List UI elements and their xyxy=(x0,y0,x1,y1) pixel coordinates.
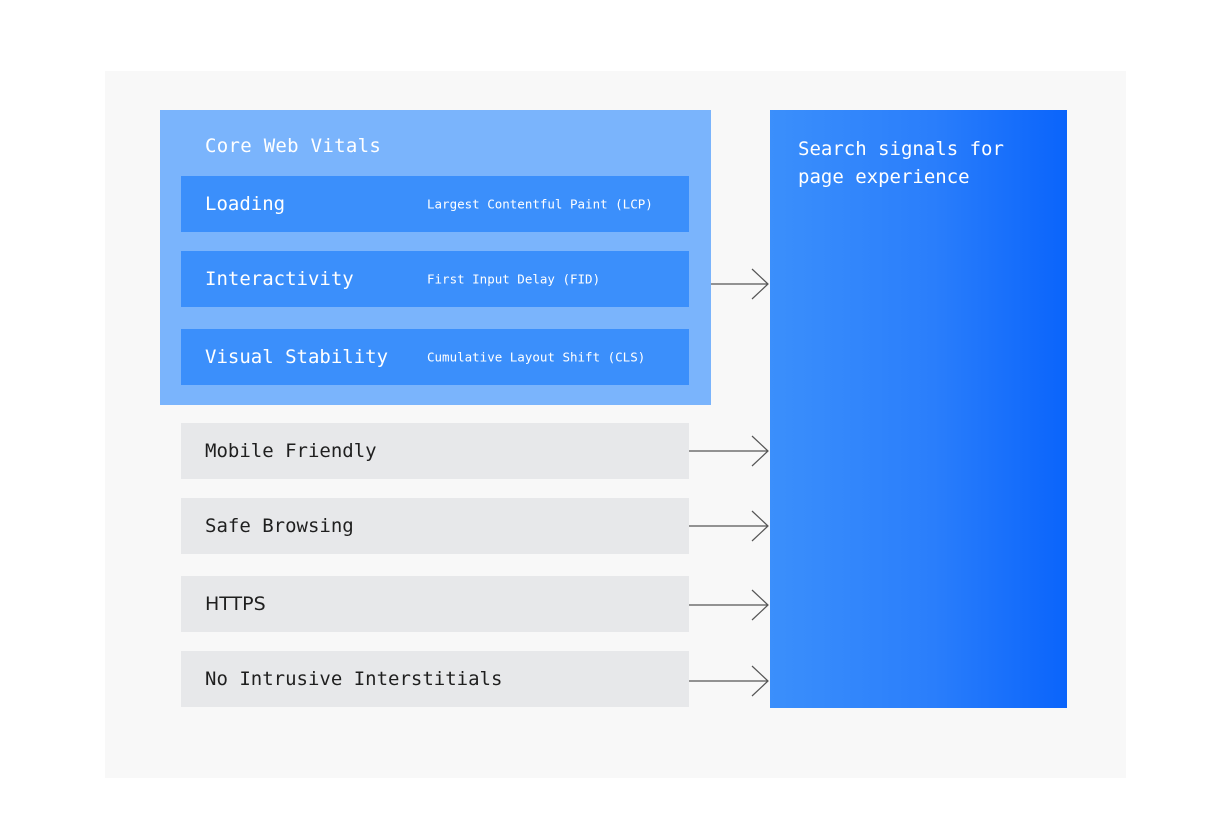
signal-safe-browsing: Safe Browsing xyxy=(181,498,689,554)
metric-name: Interactivity xyxy=(205,268,354,290)
signal-label: Mobile Friendly xyxy=(205,440,377,462)
signal-label: HTTPS xyxy=(205,593,266,615)
page-experience-label: Search signals for page experience xyxy=(798,138,1004,188)
signal-mobile-friendly: Mobile Friendly xyxy=(181,423,689,479)
metric-interactivity: Interactivity First Input Delay (FID) xyxy=(181,251,689,307)
metric-description: Cumulative Layout Shift (CLS) xyxy=(427,349,646,365)
signal-label: Safe Browsing xyxy=(205,515,354,537)
metric-description: Largest Contentful Paint (LCP) xyxy=(427,196,653,212)
signal-no-intrusive-interstitials: No Intrusive Interstitials xyxy=(181,651,689,707)
page-experience-signals-box: Search signals for page experience xyxy=(770,110,1067,708)
signal-label: No Intrusive Interstitials xyxy=(205,668,503,690)
metric-name: Loading xyxy=(205,193,286,215)
core-web-vitals-title: Core Web Vitals xyxy=(205,135,382,157)
metric-loading: Loading Largest Contentful Paint (LCP) xyxy=(181,176,689,232)
metric-visual-stability: Visual Stability Cumulative Layout Shift… xyxy=(181,329,689,385)
metric-description: First Input Delay (FID) xyxy=(427,271,601,287)
metric-name: Visual Stability xyxy=(205,346,389,368)
signal-https: HTTPS xyxy=(181,576,689,632)
